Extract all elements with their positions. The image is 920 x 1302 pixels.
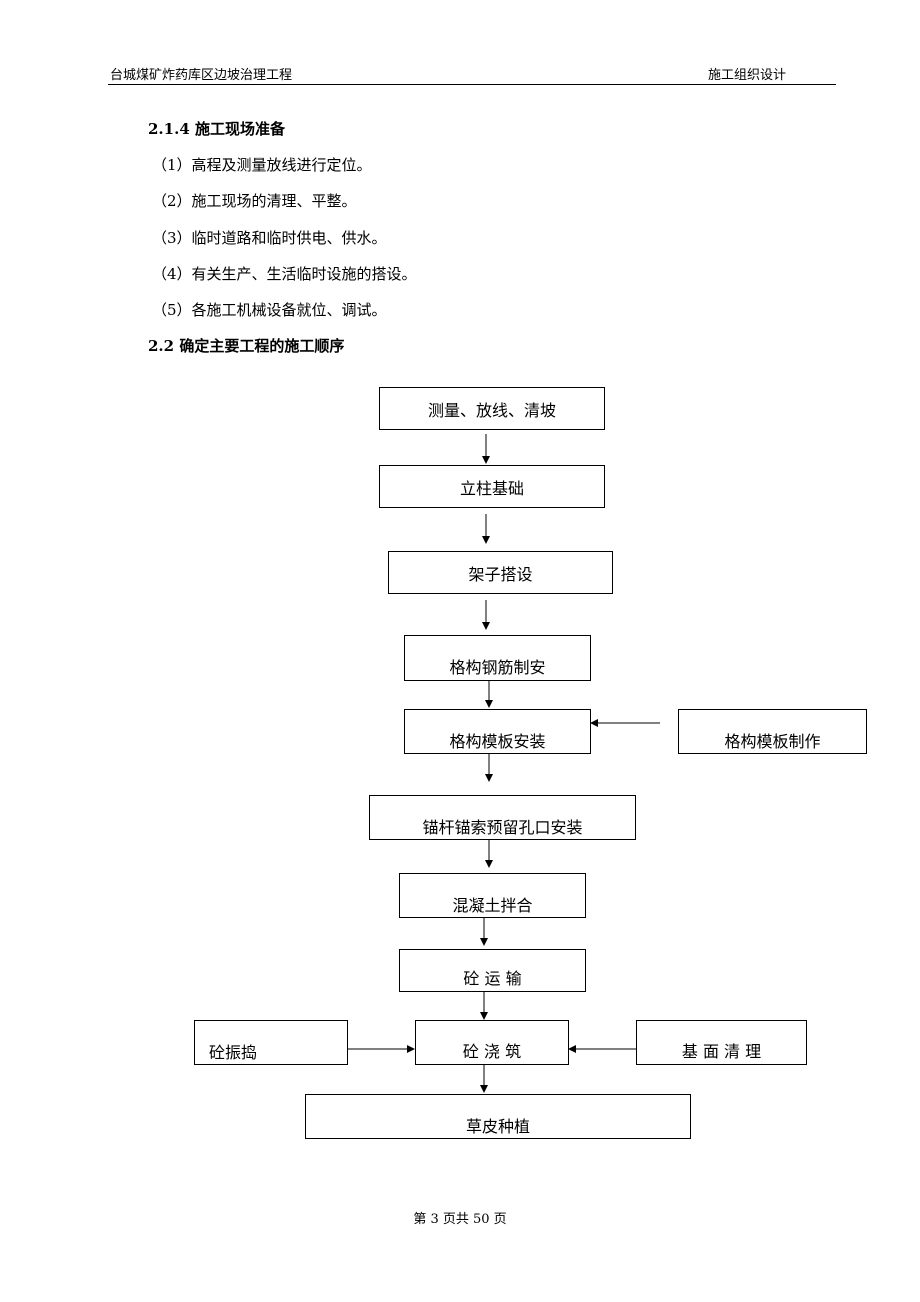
flow-side-base-cleaning: 基 面 清 理 — [636, 1020, 807, 1065]
section-heading-2-2: 2.2 确定主要工程的施工顺序 — [148, 337, 345, 355]
flow-step-concrete-transport: 砼 运 输 — [399, 949, 586, 992]
flow-step-scaffold: 架子搭设 — [388, 551, 613, 594]
flow-step-concrete-mixing: 混凝土拌合 — [399, 873, 586, 918]
header-project-title: 台城煤矿炸药库区边坡治理工程 — [110, 68, 293, 83]
section-heading-2-1-4: 2.1.4 施工现场准备 — [148, 120, 285, 138]
flow-step-turf-planting: 草皮种植 — [305, 1094, 691, 1139]
header-doc-type: 施工组织设计 — [708, 68, 787, 83]
flow-side-concrete-vibration: 砼振捣 — [194, 1020, 348, 1065]
flow-step-column-foundation: 立柱基础 — [379, 465, 605, 508]
flow-step-formwork-install: 格构模板安装 — [404, 709, 591, 754]
flow-step-concrete-pouring: 砼 浇 筑 — [415, 1020, 569, 1065]
list-item: （3）临时道路和临时供电、供水。 — [152, 229, 387, 247]
page-number: 第 3 页共 50 页 — [413, 1212, 507, 1227]
header-divider — [108, 84, 836, 85]
list-item: （5）各施工机械设备就位、调试。 — [152, 301, 387, 319]
flow-step-anchor-openings: 锚杆锚索预留孔口安装 — [369, 795, 636, 840]
flow-step-rebar: 格构钢筋制安 — [404, 635, 591, 681]
list-item: （4）有关生产、生活临时设施的搭设。 — [152, 265, 417, 283]
list-item: （1）高程及测量放线进行定位。 — [152, 156, 372, 174]
flow-side-formwork-fabrication: 格构模板制作 — [678, 709, 867, 754]
list-item: （2）施工现场的清理、平整。 — [152, 192, 357, 210]
flow-step-survey: 测量、放线、清坡 — [379, 387, 605, 430]
